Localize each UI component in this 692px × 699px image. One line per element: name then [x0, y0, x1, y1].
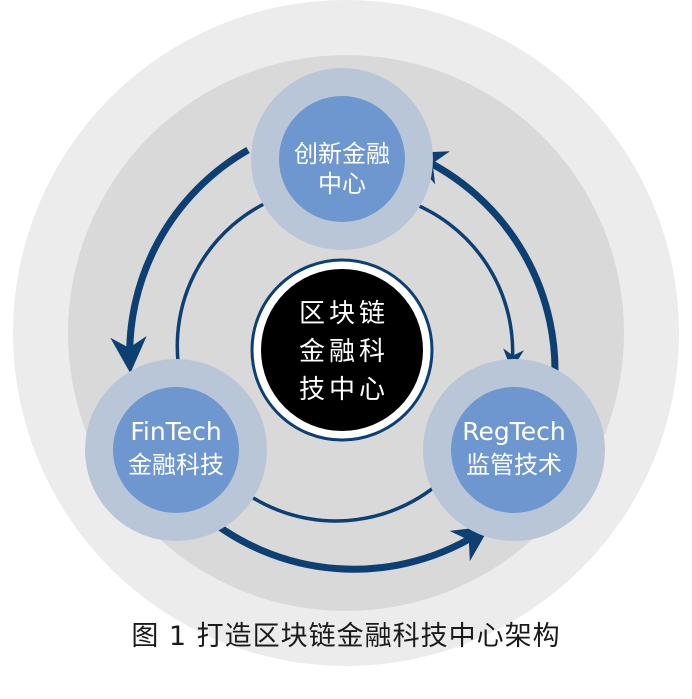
node-left-line1: FinTech: [130, 417, 221, 446]
center-line2: 金融科: [299, 337, 389, 367]
center-line3: 技中心: [299, 375, 389, 405]
node-right-line1: RegTech: [462, 417, 566, 446]
node-left-line2: 金融科技: [128, 451, 224, 479]
center-line1: 区块链: [299, 299, 389, 329]
outer-arrow-top-to-left: [110, 146, 250, 374]
node-fintech: FinTech 金融科技: [85, 359, 267, 541]
node-blockchain-center: 区块链 金融科 技中心: [250, 258, 434, 442]
outer-arrow-left-to-right: [195, 507, 491, 573]
node-top-line1: 创新金融: [294, 140, 390, 168]
inner-arrow-top-to-right: [403, 198, 524, 371]
node-regtech: RegTech 监管技术: [423, 359, 605, 541]
node-top-line2: 中心: [318, 170, 366, 198]
figure-caption: 图 1 打造区块链金融科技中心架构: [131, 621, 561, 652]
inner-arrow-right-to-left: [232, 469, 454, 523]
outer-arrow-right-to-top: [409, 151, 559, 393]
node-right-line2: 监管技术: [466, 451, 562, 479]
node-innovation-center: 创新金融 中心: [251, 68, 433, 250]
